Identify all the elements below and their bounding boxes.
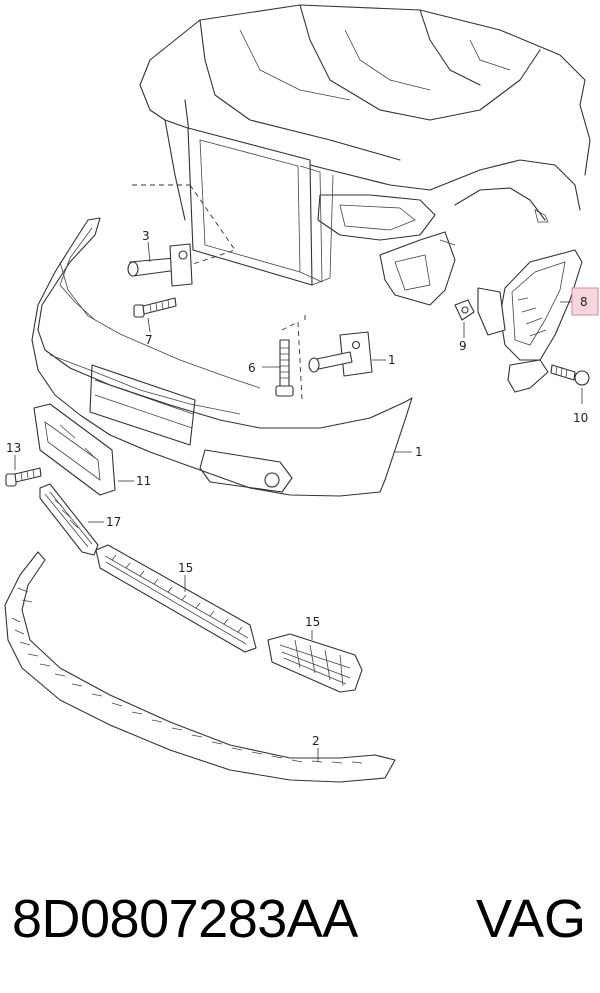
part-7-bolt xyxy=(133,297,177,333)
part-13-screw xyxy=(5,455,42,487)
callout-13: 13 xyxy=(6,441,21,455)
callout-1: 1 xyxy=(415,445,423,459)
part-number: 8D0807283AA xyxy=(12,889,358,949)
part-9-clip-nut xyxy=(454,299,475,338)
part-11-plate-holder xyxy=(33,403,134,496)
callout-9: 9 xyxy=(459,339,467,353)
part-8-bumper-bracket xyxy=(477,249,583,393)
callout-17: 15 xyxy=(178,561,193,575)
callout-15: 15 xyxy=(305,615,320,629)
brand-label: VAG xyxy=(475,889,586,949)
exploded-parts-diagram: 3 7 6 1 1 xyxy=(4,4,599,783)
callout-2: 2 xyxy=(312,734,320,748)
part-15-fog-grille xyxy=(267,630,363,693)
part-10-screw xyxy=(550,364,590,404)
part-16-grille-strip xyxy=(39,483,104,556)
callout-11: 11 xyxy=(136,474,151,488)
footer: 8D0807283AA VAG xyxy=(0,870,600,970)
callout-7: 7 xyxy=(145,333,153,347)
part-1-bumper-cover xyxy=(31,217,413,497)
callout-4: 3 xyxy=(142,229,150,243)
callout-10: 10 xyxy=(573,411,588,425)
callout-3: 1 xyxy=(388,353,396,367)
part-17-center-grille xyxy=(95,544,257,653)
callout-6: 6 xyxy=(248,361,256,375)
part-4-guide-pin xyxy=(127,241,193,287)
callout-16: 17 xyxy=(106,515,121,529)
part-3-bracket-bolt xyxy=(308,331,386,377)
callout-8-highlight xyxy=(571,287,599,316)
part-2-lower-spoiler xyxy=(4,551,396,783)
callout-8: 8 xyxy=(580,295,588,309)
car-body-outline xyxy=(132,4,591,320)
part-6-stud-bolt xyxy=(262,321,303,401)
